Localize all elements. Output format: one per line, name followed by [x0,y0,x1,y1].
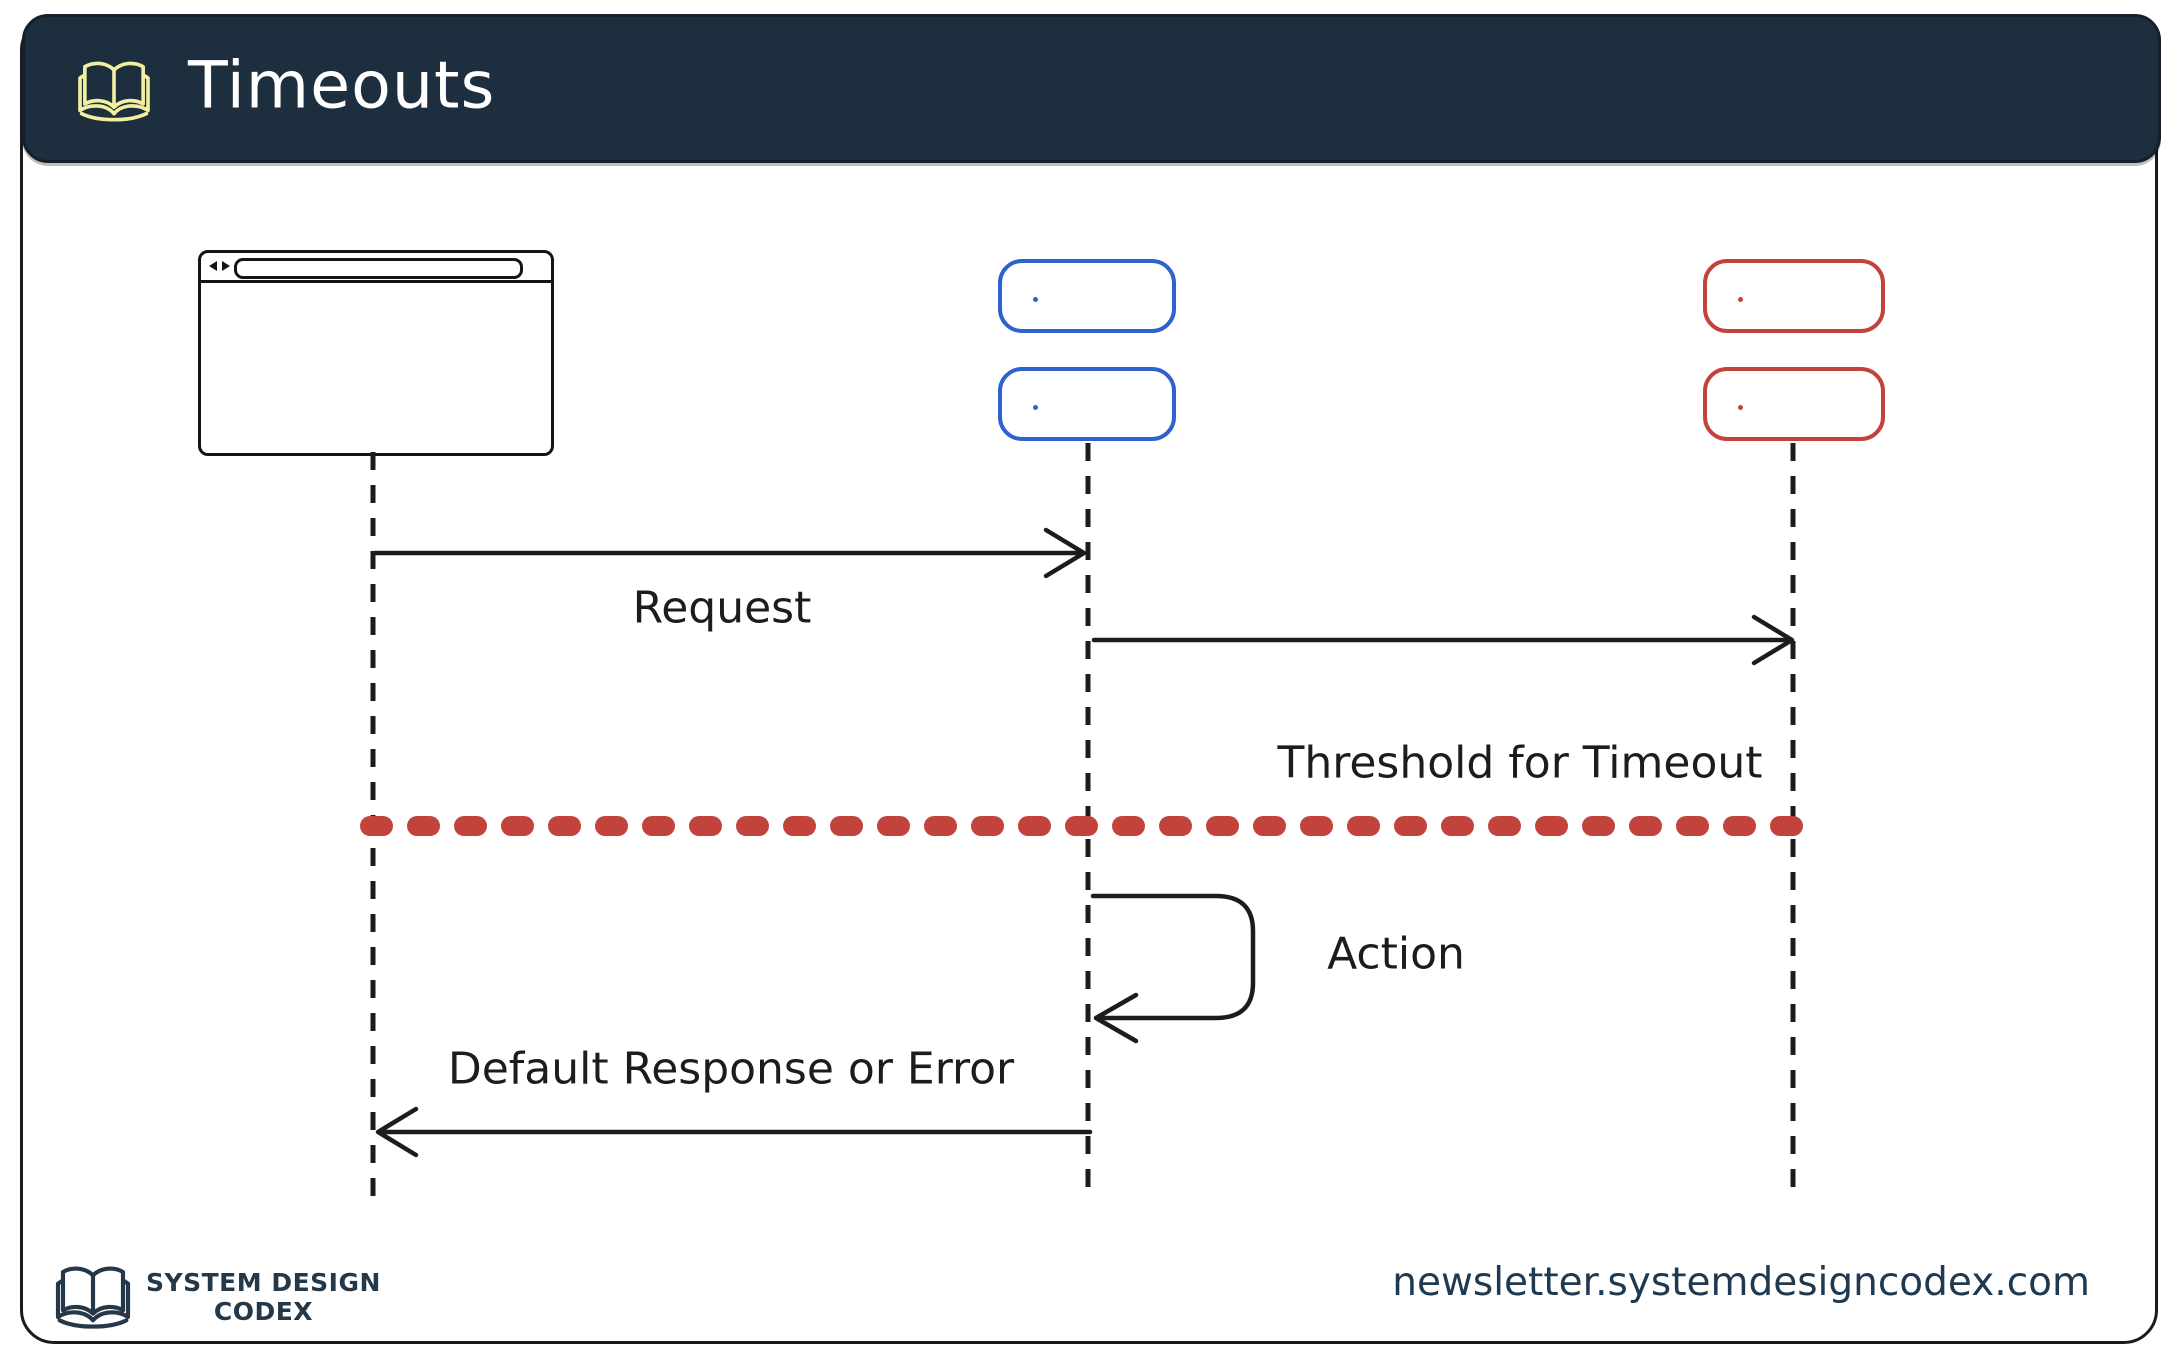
forward-arrow [1091,614,1795,666]
open-book-icon [78,61,150,122]
browser-address-bar [234,258,523,279]
red-service-box-2 [1703,367,1885,441]
blue-service-box-2 [998,367,1176,441]
threshold-for-timeout-label: Threshold for Timeout [1277,737,1763,789]
client-browser-window [198,250,554,456]
request-label: Request [632,582,812,634]
service-dot [1033,297,1038,302]
logo-text: SYSTEM DESIGN CODEX [146,1268,381,1327]
service-dot [1033,405,1038,410]
default-response-arrow [375,1106,1093,1158]
blue-service-box-1 [998,259,1176,333]
logo-text-line1: SYSTEM DESIGN [146,1267,381,1297]
request-arrow [372,527,1087,579]
service-dot [1738,297,1743,302]
service-dot [1738,405,1743,410]
red-service-box-1 [1703,259,1885,333]
logo-text-line2: CODEX [213,1297,314,1326]
default-response-or-error-label: Default Response or Error [447,1043,1015,1095]
system-design-codex-logo: SYSTEM DESIGN CODEX [50,1262,381,1332]
browser-titlebar [201,253,551,283]
action-self-loop-arrow [1090,893,1256,1044]
newsletter-url: newsletter.systemdesigncodex.com [1392,1260,2090,1305]
open-book-icon [55,1266,131,1329]
header-bar: Timeouts [22,14,2161,163]
action-label: Action [1327,928,1465,980]
page-title: Timeouts [188,48,496,123]
back-forward-icons [209,261,230,271]
